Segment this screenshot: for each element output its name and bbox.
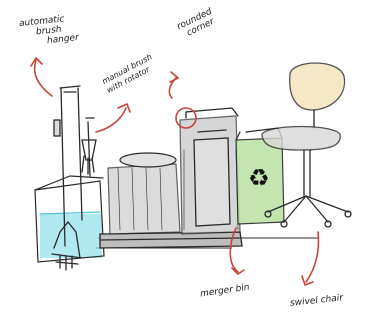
manual-brush <box>82 118 96 176</box>
grey-container <box>108 153 180 234</box>
label-automatic-brush-hanger: automatic brush hanger <box>19 13 80 49</box>
water-tank <box>35 176 104 262</box>
arrow-manual-brush <box>96 108 126 132</box>
machine-base <box>100 232 242 248</box>
arrow-brush-hanger <box>35 60 52 96</box>
arrow-swivel-chair <box>306 232 319 282</box>
recycle-icon: ♻ <box>248 166 270 190</box>
